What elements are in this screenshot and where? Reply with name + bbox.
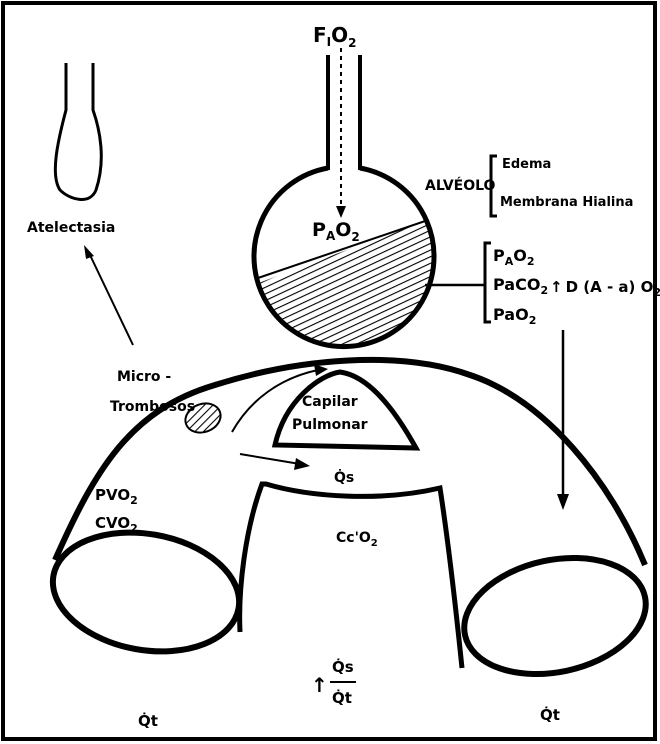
capilar-pulmonar-shape (275, 372, 416, 448)
fio2-label: FIO2 (313, 23, 357, 50)
gas-value-pao2-alveolar: PAO2 (493, 246, 535, 268)
vessel-left-opening (43, 519, 248, 666)
capilar-label-line1: Capilar (302, 394, 358, 410)
pao2-alveolar-label: PAO2 (312, 219, 360, 244)
gas-value-pao2-arterial: PaO2 (493, 305, 536, 327)
cvo2-label: CVO2 (95, 514, 138, 535)
alveolo-label: ALVÉOLO (425, 177, 496, 194)
capilar-label-line2: Pulmonar (292, 417, 368, 433)
alveolo-cause-membrana: Membrana Hialina (500, 195, 633, 210)
microtrombos-label-line2: Trombosos (110, 399, 195, 415)
qt-right-label: Q̇t (540, 705, 560, 724)
gas-value-paco2: PaCO2 (493, 275, 548, 297)
gradient-label: ↑D (A - a) O2 (550, 278, 660, 299)
atelectasia-arrow (90, 255, 133, 345)
vessel-right-opening (453, 542, 656, 690)
qt-left-label: Q̇t (138, 711, 158, 730)
gas-values-bracket (485, 243, 491, 322)
shunt-fraction-numerator: Q̇s (332, 657, 354, 676)
microtrombos-label-line1: Micro - (117, 369, 171, 385)
flow-arrow-shunt (240, 454, 300, 464)
cco2-label: Cc'O2 (336, 530, 378, 549)
pvo2-label: PVO2 (95, 486, 138, 507)
shunt-fraction-denominator: Q̇t (332, 688, 352, 707)
shunt-fraction-arrow: ↑ (311, 673, 328, 697)
qs-label: Q̇s (334, 469, 354, 486)
atelectasis-shape (55, 63, 101, 199)
atelectasia-label: Atelectasia (27, 220, 115, 236)
alveolo-cause-edema: Edema (502, 157, 551, 172)
shunt-fraction: ↑ Q̇s Q̇t (311, 657, 356, 707)
